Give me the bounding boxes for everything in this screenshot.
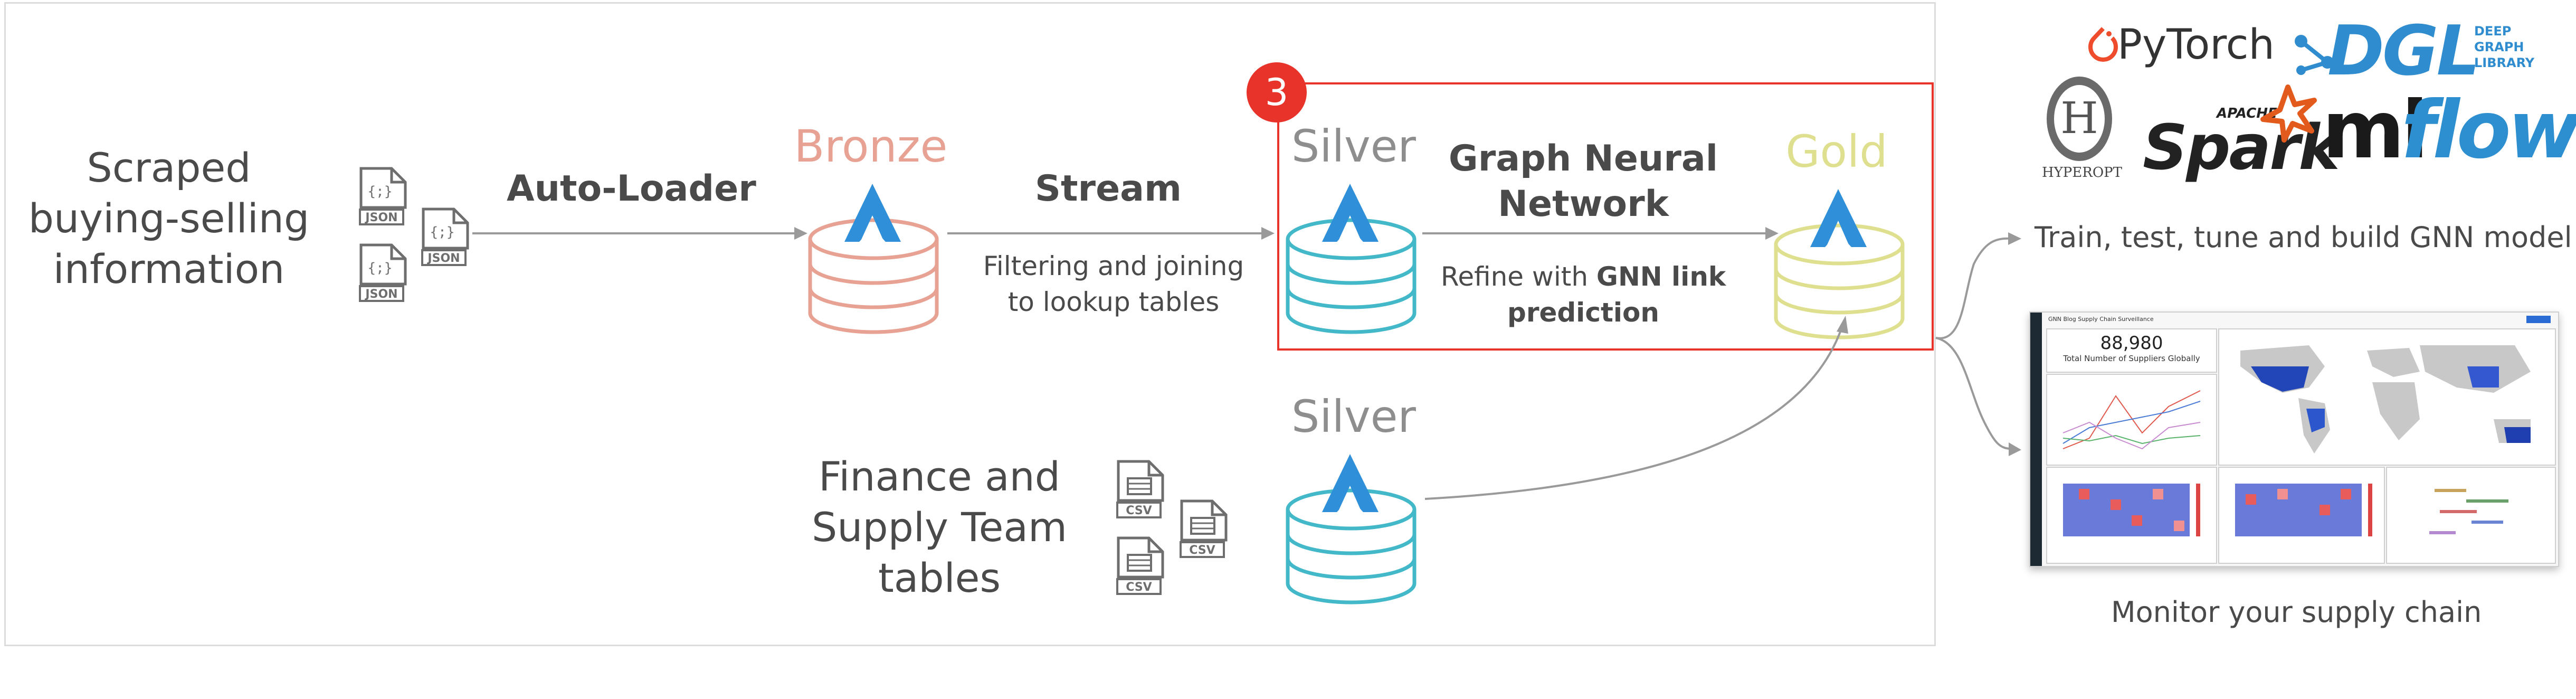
csv-file-icon: CSV (1116, 459, 1166, 523)
heatmap-panel-2 (2218, 467, 2385, 564)
kpi-panel: 88,980 Total Number of Suppliers Globall… (2046, 328, 2217, 373)
scraped-source-label: Scraped buying-selling information (16, 143, 322, 295)
gold-label: Gold (1785, 126, 1888, 177)
json-file-icon: {;} JSON (359, 166, 409, 230)
kpi-label: Total Number of Suppliers Globally (2063, 354, 2200, 363)
csv-label: CSV (1189, 544, 1215, 557)
silver-table-icon (1286, 454, 1417, 604)
finance-line-1: Finance and (819, 453, 1060, 500)
pytorch-flame-icon (2088, 27, 2118, 62)
csv-file-icon: CSV (1180, 499, 1230, 562)
dgl-subtitle: DEEP GRAPH LIBRARY (2474, 23, 2534, 71)
autoloader-label: Auto-Loader (507, 168, 756, 210)
hyperopt-emblem-icon: H (2047, 77, 2112, 161)
bronze-label: Bronze (794, 120, 948, 172)
json-label: JSON (364, 211, 397, 224)
svg-text:H: H (2060, 93, 2098, 144)
step-number: 3 (1265, 71, 1289, 114)
word-cloud-thumbnail (2429, 489, 2508, 534)
silver-bottom-label: Silver (1291, 391, 1416, 442)
stream-desc-line-2: to lookup tables (1007, 287, 1220, 317)
train-output-label: Train, test, tune and build GNN model (2035, 221, 2572, 254)
svg-text:{;}: {;} (368, 260, 393, 276)
hyperopt-logo: H HYPEROPT (2037, 74, 2122, 181)
dashboard-sidebar (2030, 313, 2042, 566)
gnn-desc-line-2: prediction (1507, 297, 1659, 328)
bronze-table-icon (808, 184, 939, 334)
svg-text:{;}: {;} (368, 184, 393, 200)
gnn-title-line-1: Graph Neural (1448, 138, 1718, 180)
word-cloud-panel (2386, 467, 2556, 564)
dashboard-screenshot: GNN Blog Supply Chain Surveillance 88,98… (2029, 311, 2559, 567)
gnn-desc-bold-1: GNN link (1596, 261, 1726, 292)
silver-table-icon (1286, 184, 1417, 334)
kpi-value: 88,980 (2100, 333, 2163, 354)
dgl-graph-icon (2295, 35, 2334, 75)
dgl-label: DGL (2327, 11, 2480, 91)
step-number-badge: 3 (1247, 62, 1307, 122)
csv-label: CSV (1126, 504, 1152, 517)
heatmap-thumbnail (2235, 484, 2372, 536)
dgl-sub-line-3: LIBRARY (2474, 55, 2535, 70)
pytorch-label: PyTorch (2117, 21, 2275, 69)
spark-star-icon (2260, 84, 2317, 143)
csv-file-icon: CSV (1116, 536, 1166, 599)
stream-desc-line-1: Filtering and joining (983, 251, 1244, 281)
pipeline-frame (4, 2, 1936, 646)
stream-title: Stream (1035, 168, 1182, 210)
stream-arrow (947, 227, 1275, 240)
gnn-description: Refine with GNN link prediction (1420, 259, 1747, 330)
json-label: JSON (364, 288, 397, 301)
autoloader-arrow (472, 227, 807, 240)
mlflow-flow-label: flow (2401, 84, 2576, 176)
svg-text:{;}: {;} (430, 224, 455, 240)
scraped-line-2: buying-selling (28, 195, 310, 242)
gnn-title-line-2: Network (1498, 183, 1669, 225)
json-label: JSON (426, 252, 460, 265)
csv-label: CSV (1126, 581, 1152, 594)
json-file-icon: {;} JSON (359, 243, 409, 306)
line-chart-panel (2046, 374, 2217, 466)
finance-line-3: tables (878, 554, 1001, 601)
finance-line-2: Supply Team (811, 504, 1068, 551)
world-map-panel (2218, 328, 2556, 466)
dgl-sub-line-2: GRAPH (2474, 40, 2524, 54)
line-chart-thumbnail (2062, 390, 2201, 450)
gnn-arrow (1422, 227, 1779, 240)
dgl-sub-line-1: DEEP (2474, 24, 2512, 39)
step-3-box (1277, 82, 1934, 351)
heatmap-panel-1 (2046, 467, 2217, 564)
gnn-desc-prefix: Refine with (1440, 261, 1596, 292)
silver-top-label: Silver (1291, 120, 1416, 172)
monitor-output-label: Monitor your supply chain (2111, 596, 2482, 629)
hyperopt-label: HYPEROPT (2041, 165, 2123, 181)
finance-source-label: Finance and Supply Team tables (781, 451, 1098, 603)
stream-description: Filtering and joining to lookup tables (971, 248, 1256, 320)
dashboard-button[interactable] (2526, 316, 2551, 323)
world-map-thumbnail (2240, 345, 2531, 454)
scraped-line-3: information (53, 245, 285, 292)
gnn-title: Graph Neural Network (1425, 136, 1742, 227)
dashboard-title: GNN Blog Supply Chain Surveillance (2048, 316, 2154, 323)
heatmap-thumbnail (2063, 484, 2200, 536)
json-file-icon: {;} JSON (421, 207, 471, 270)
mlflow-ml-label: ml (2322, 84, 2429, 176)
gold-table-icon (1774, 189, 1905, 339)
scraped-line-1: Scraped (87, 144, 251, 191)
gnn-desc-line-1: Refine with GNN link (1420, 259, 1747, 295)
